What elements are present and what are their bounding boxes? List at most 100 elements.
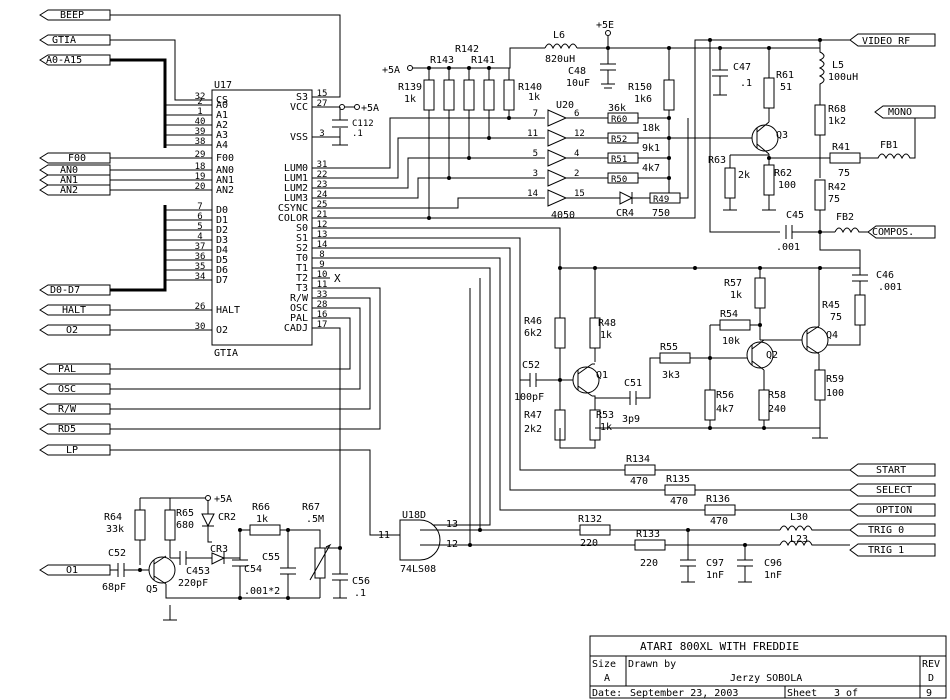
r67-ref: R67 xyxy=(302,502,320,513)
r55-value: 3k3 xyxy=(662,370,680,381)
r59-body xyxy=(814,369,826,401)
r52-ref: R52 xyxy=(611,135,627,145)
u17-pin-label: R/W xyxy=(290,293,309,304)
r143-body xyxy=(443,79,455,111)
r135-body xyxy=(664,484,696,496)
u17-pin-label: LUM1 xyxy=(284,173,308,184)
u17-pin-label: HALT xyxy=(216,305,240,316)
r134-body xyxy=(624,464,656,476)
u17-pin-label: VCC xyxy=(290,102,308,113)
r61-ref: R61 xyxy=(776,70,794,81)
u17-pin-label: D0 xyxy=(216,205,228,216)
l23-ref: L23 xyxy=(790,534,808,545)
junction xyxy=(606,46,610,50)
u17-pin-number: 27 xyxy=(317,99,328,109)
r66-body xyxy=(249,524,281,536)
u17-pin-number: 24 xyxy=(317,190,328,200)
u17-pin-number: 26 xyxy=(195,302,206,312)
u17-pin-number: 3 xyxy=(319,129,324,139)
r150-value: 1k6 xyxy=(634,94,652,105)
port-compos xyxy=(867,225,936,239)
u17-pin-number: 29 xyxy=(195,150,206,160)
video-output: R41 75 FB1 MONO R42 75 C45 .001 FB2 COMP… xyxy=(708,33,936,268)
u17-pin-number: 16 xyxy=(317,310,328,320)
u17-pin-label: CADJ xyxy=(284,323,308,334)
r136-ref: R136 xyxy=(706,494,730,505)
u17-pin-number: 33 xyxy=(317,290,328,300)
u17-pin-number: 38 xyxy=(195,137,206,147)
port-video-rf xyxy=(849,33,936,47)
u20-pin-out: 12 xyxy=(574,129,585,139)
r140-value: 1k xyxy=(528,92,540,103)
r67-value: .5M xyxy=(306,514,324,525)
u17-pin-number: 2 xyxy=(197,97,202,107)
osc-rail-terminal xyxy=(205,495,211,501)
c52a-value: 100pF xyxy=(514,392,544,403)
u17-pin-label: D4 xyxy=(216,245,228,256)
u17-pin-number: 19 xyxy=(195,172,206,182)
u17-pin-label: T2 xyxy=(296,273,308,284)
u17-pin-number: 36 xyxy=(195,252,206,262)
u17-power: +5A C112 .1 xyxy=(312,103,379,146)
r62-ref: R62 xyxy=(774,168,792,179)
junction xyxy=(667,156,671,160)
c453-ref: C453 xyxy=(186,566,210,577)
junction xyxy=(667,116,671,120)
junction xyxy=(818,38,822,42)
c46-ref: C46 xyxy=(876,270,894,281)
c47-ref: C47 xyxy=(733,62,751,73)
u17-right-pins: 15S327VCC3VSS31LUM022LUM123LUM224LUM325C… xyxy=(278,89,328,334)
r139-value: 1k xyxy=(404,94,416,105)
port-trig0 xyxy=(849,523,936,537)
junction xyxy=(667,176,671,180)
q2-transistor xyxy=(746,341,774,369)
c51-value: 3p9 xyxy=(622,414,640,425)
r46-ref: R46 xyxy=(524,316,542,327)
u17-pin-number: 5 xyxy=(197,222,202,232)
cr2-ref: CR2 xyxy=(218,512,236,523)
r45-ref: R45 xyxy=(822,300,840,311)
c97-ref: C97 xyxy=(706,558,724,569)
port-osc-label: OSC xyxy=(58,384,76,395)
u17-pin-number: 31 xyxy=(317,160,328,170)
c112-value: .1 xyxy=(352,129,363,139)
u17-pin-number: 35 xyxy=(195,262,206,272)
port-an1-label: AN1 xyxy=(60,175,78,186)
left-ports: BEEP GTIA A0-A15 F00 AN0 AN1 AN2 D0-D7 H… xyxy=(39,9,111,576)
u17-pin-label: F00 xyxy=(216,153,234,164)
r141-ref: R141 xyxy=(471,55,495,66)
port-an2-label: AN2 xyxy=(60,185,78,196)
rev-value: D xyxy=(928,673,934,684)
u17-pin-label: LUM3 xyxy=(284,193,308,204)
r58-value: 240 xyxy=(768,404,786,415)
junction xyxy=(487,66,491,70)
junction xyxy=(447,176,451,180)
r58-ref: R58 xyxy=(768,390,786,401)
r45-body xyxy=(854,294,866,326)
r56-body xyxy=(704,389,716,421)
u17-pin-label: D2 xyxy=(216,225,228,236)
r64-ref: R64 xyxy=(104,512,122,523)
c55-ref: C55 xyxy=(262,552,280,563)
r66-value: 1k xyxy=(256,514,268,525)
port-video-rf-label: VIDEO RF xyxy=(862,36,910,47)
c52b-ref: C52 xyxy=(108,548,126,559)
c54-ref: C54 xyxy=(244,564,262,575)
u20-pin-in: 5 xyxy=(533,149,538,159)
u17-pin-number: 6 xyxy=(197,212,202,222)
u17-pin-label: VSS xyxy=(290,132,308,143)
c54-value: .001*2 xyxy=(244,586,280,597)
r135-value: 470 xyxy=(670,496,688,507)
r134-ref: R134 xyxy=(626,454,650,465)
r134-value: 470 xyxy=(630,476,648,487)
ladder-rail: +5A xyxy=(382,65,400,76)
junction xyxy=(238,596,242,600)
u17-pin-label: D3 xyxy=(216,235,228,246)
junction xyxy=(238,528,242,532)
r50-ref: R50 xyxy=(611,175,627,185)
c112-ref: C112 xyxy=(352,119,374,129)
u20-name: 4050 xyxy=(551,210,575,221)
video-supply: L6 820uH +5E C48 10uF R150 1k6 C47 .1 R6… xyxy=(544,20,858,200)
